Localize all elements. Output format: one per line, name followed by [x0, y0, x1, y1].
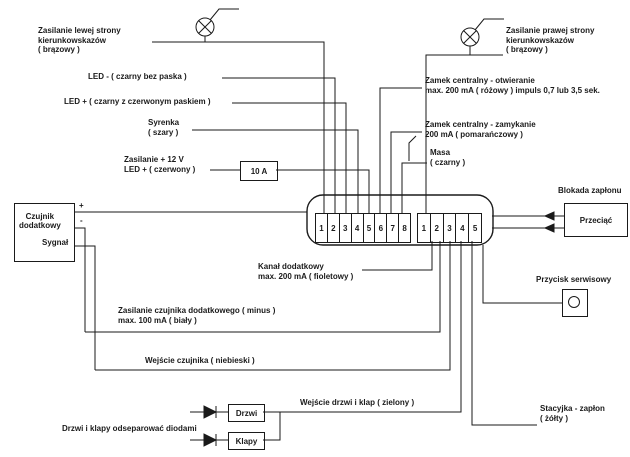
terminal-1-6: 6 — [374, 214, 386, 242]
terminal-1-3: 3 — [338, 214, 351, 242]
terminal-1-8: 8 — [398, 214, 410, 242]
terminal-1-7: 7 — [386, 214, 398, 242]
lamp-left-icon — [195, 8, 239, 42]
wire-masa — [401, 162, 427, 213]
connector-body — [306, 194, 494, 246]
czujnik-dodatkowy-box: Czujnik dodatkowy — [14, 203, 75, 262]
wire-bialy — [85, 241, 441, 333]
wire-niebieski — [95, 241, 451, 371]
wire-zamek-zamykanie — [390, 131, 422, 213]
label-left-turn: Zasilanie lewej strony kierunkowskazów (… — [38, 26, 121, 54]
cut-arrow-icon — [543, 223, 555, 233]
label-led-plus: LED + ( czarny z czerwonym paskiem ) — [64, 97, 211, 106]
klapy-box: Klapy — [228, 432, 265, 450]
masa-hook-icon — [408, 135, 417, 161]
wire-czujnik-minus — [75, 227, 86, 332]
diode-icon — [190, 433, 228, 447]
wire-zielony — [263, 241, 462, 413]
diode-icon — [190, 405, 228, 419]
label-zamek-otwieranie: Zamek centralny - otwieranie max. 200 mA… — [425, 76, 600, 95]
fuse-box: 10 A — [240, 161, 278, 181]
wire-zolty — [471, 241, 537, 426]
service-button-box — [562, 289, 588, 317]
terminal-strip-1: 1 2 3 4 5 6 7 8 — [315, 213, 411, 243]
label-kanal-dodatkowy: Kanał dodatkowy max. 200 mA ( fioletowy … — [258, 262, 354, 281]
label-wejscie-czujnika: Wejście czujnika ( niebieski ) — [145, 356, 255, 365]
wire-czujnik-sygnal — [75, 245, 96, 370]
drzwi-box: Drzwi — [228, 404, 265, 422]
label-drzwi-diody: Drzwi i klapy odseparować diodami — [62, 424, 197, 433]
label-czujnik-sygnal: Sygnał — [42, 238, 69, 247]
wire-syrenka — [192, 129, 359, 213]
terminal-1-2: 2 — [326, 214, 339, 242]
terminal-1-4: 4 — [350, 214, 363, 242]
label-czujnik-minus: - — [80, 216, 83, 225]
terminal-1-5: 5 — [362, 214, 375, 242]
service-button-icon — [568, 296, 580, 308]
label-masa: Masa ( czarny ) — [430, 148, 466, 167]
przeciac-box: Przeciąć — [564, 203, 628, 237]
wire-przycisk-serwisowy — [482, 245, 562, 304]
label-syrenka: Syrenka ( szary ) — [148, 118, 180, 137]
lamp-right-icon — [460, 18, 504, 55]
label-wejscie-drzwi: Wejście drzwi i klap ( zielony ) — [300, 398, 415, 407]
terminal-2-5: 5 — [468, 214, 481, 242]
label-zasilanie-czujnika: Zasilanie czujnika dodatkowego ( minus )… — [118, 306, 276, 325]
wire-led-minus — [222, 77, 336, 213]
label-right-turn: Zasilanie prawej strony kierunkowskazów … — [506, 26, 595, 54]
wire-fuse-to-connector — [276, 169, 370, 213]
wire-klapy-join — [263, 412, 281, 441]
label-blokada-zaplonu: Blokada zapłonu — [558, 186, 622, 195]
terminal-2-1: 1 — [421, 223, 427, 233]
wire-led-plus — [232, 102, 347, 213]
label-przycisk-serwisowy: Przycisk serwisowy — [536, 275, 612, 284]
terminal-2-3: 3 — [442, 214, 456, 242]
label-led-minus: LED - ( czarny bez paska ) — [88, 72, 187, 81]
wire-kanal-dodatkowy — [362, 241, 433, 271]
label-zasilanie-12v: Zasilanie + 12 V LED + ( czerwony ) — [124, 155, 196, 174]
wire-zamek-otwieranie — [379, 87, 422, 213]
terminal-1-1: 1 — [319, 223, 324, 233]
terminal-2-4: 4 — [455, 214, 468, 242]
wire-right-turn — [425, 54, 503, 213]
label-czujnik-plus: + — [79, 201, 84, 210]
terminal-strip-2: 1 2 3 4 5 — [417, 213, 482, 243]
label-zamek-zamykanie: Zamek centralny - zamykanie 200 mA ( pom… — [425, 120, 536, 139]
wire-left-turn — [152, 41, 325, 213]
cut-arrow-icon — [543, 211, 555, 221]
terminal-2-2: 2 — [429, 214, 443, 242]
label-stacyjka: Stacyjka - zapłon ( żółty ) — [540, 404, 605, 423]
